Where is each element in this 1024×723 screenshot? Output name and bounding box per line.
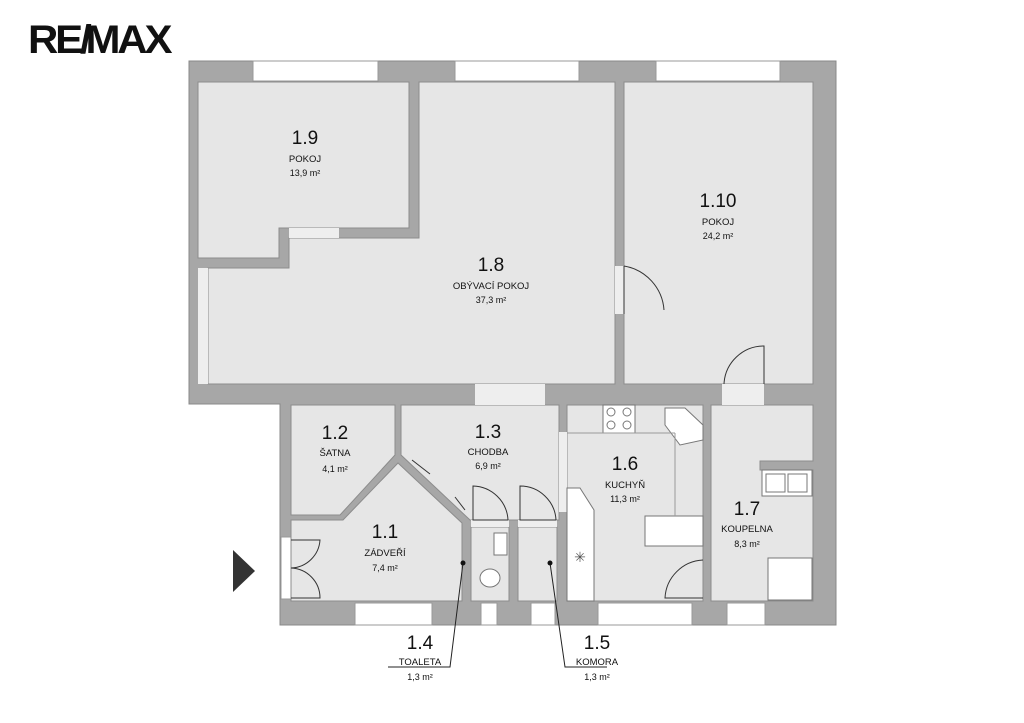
- svg-text:POKOJ: POKOJ: [702, 217, 734, 228]
- doors: [290, 265, 765, 599]
- room-1-7-floor: [710, 404, 814, 602]
- svg-text:KOUPELNA: KOUPELNA: [721, 524, 773, 535]
- svg-text:37,3 m²: 37,3 m²: [476, 295, 507, 305]
- room-1-5-label: 1.5 KOMORA 1,3 m²: [576, 633, 619, 682]
- svg-text:4,1 m²: 4,1 m²: [322, 464, 348, 474]
- svg-text:6,9 m²: 6,9 m²: [475, 461, 501, 471]
- room-1-2-label: 1.2 ŠATNA 4,1 m²: [320, 423, 352, 474]
- entrance-arrow-icon: [233, 550, 255, 592]
- svg-text:POKOJ: POKOJ: [289, 154, 321, 165]
- door-openings: [198, 228, 764, 527]
- kitchen-fixtures: ✳: [566, 404, 704, 602]
- svg-text:ŠATNA: ŠATNA: [320, 448, 352, 459]
- svg-text:1.9: 1.9: [292, 128, 318, 149]
- windows: [252, 60, 781, 626]
- room-1-10-label: 1.10 POKOJ 24,2 m²: [700, 191, 737, 241]
- svg-text:CHODBA: CHODBA: [468, 447, 509, 458]
- room-1-6-label: 1.6 KUCHYŇ 11,3 m²: [605, 454, 645, 504]
- svg-text:24,2 m²: 24,2 m²: [703, 231, 734, 241]
- svg-text:✳: ✳: [574, 549, 586, 565]
- svg-text:8,3 m²: 8,3 m²: [734, 539, 760, 549]
- svg-text:1.7: 1.7: [734, 499, 760, 520]
- leader-lines: [388, 562, 607, 668]
- room-1-4-label: 1.4 TOALETA 1,3 m²: [399, 633, 442, 682]
- svg-text:1.2: 1.2: [322, 423, 348, 444]
- room-1-7-label: 1.7 KOUPELNA 8,3 m²: [721, 499, 773, 549]
- svg-text:13,9 m²: 13,9 m²: [290, 168, 321, 178]
- svg-text:OBÝVACÍ POKOJ: OBÝVACÍ POKOJ: [453, 281, 530, 292]
- svg-text:1.6: 1.6: [612, 454, 638, 475]
- remax-logo: RE/MAX: [28, 18, 172, 62]
- svg-text:1,3 m²: 1,3 m²: [407, 672, 433, 682]
- svg-text:1,3 m²: 1,3 m²: [584, 672, 610, 682]
- svg-text:1.5: 1.5: [584, 633, 610, 654]
- bathroom-fixtures: [479, 469, 813, 601]
- svg-text:ZÁDVEŘÍ: ZÁDVEŘÍ: [364, 548, 406, 559]
- room-1-2-floor: [290, 404, 396, 516]
- storage-marker: [547, 560, 553, 566]
- svg-text:1.3: 1.3: [475, 422, 501, 443]
- room-1-10-floor: [623, 81, 814, 385]
- svg-text:1.8: 1.8: [478, 255, 504, 276]
- room-1-1-floor: [290, 462, 463, 602]
- svg-text:7,4 m²: 7,4 m²: [372, 563, 398, 573]
- svg-text:1.4: 1.4: [407, 633, 434, 654]
- svg-text:11,3 m²: 11,3 m²: [610, 494, 640, 504]
- room-1-9-floor: [197, 81, 410, 259]
- svg-text:1.1: 1.1: [372, 522, 398, 543]
- room-1-3-label: 1.3 CHODBA 6,9 m²: [468, 422, 509, 471]
- room-1-1-label: 1.1 ZÁDVEŘÍ 7,4 m²: [364, 522, 406, 573]
- svg-text:1.10: 1.10: [700, 191, 737, 212]
- room-1-8-label: 1.8 OBÝVACÍ POKOJ 37,3 m²: [453, 255, 530, 305]
- svg-text:KOMORA: KOMORA: [576, 657, 619, 668]
- room-1-9-label: 1.9 POKOJ 13,9 m²: [289, 128, 321, 178]
- toilet-marker: [460, 560, 466, 566]
- svg-text:KUCHYŇ: KUCHYŇ: [605, 480, 645, 491]
- svg-text:TOALETA: TOALETA: [399, 657, 442, 668]
